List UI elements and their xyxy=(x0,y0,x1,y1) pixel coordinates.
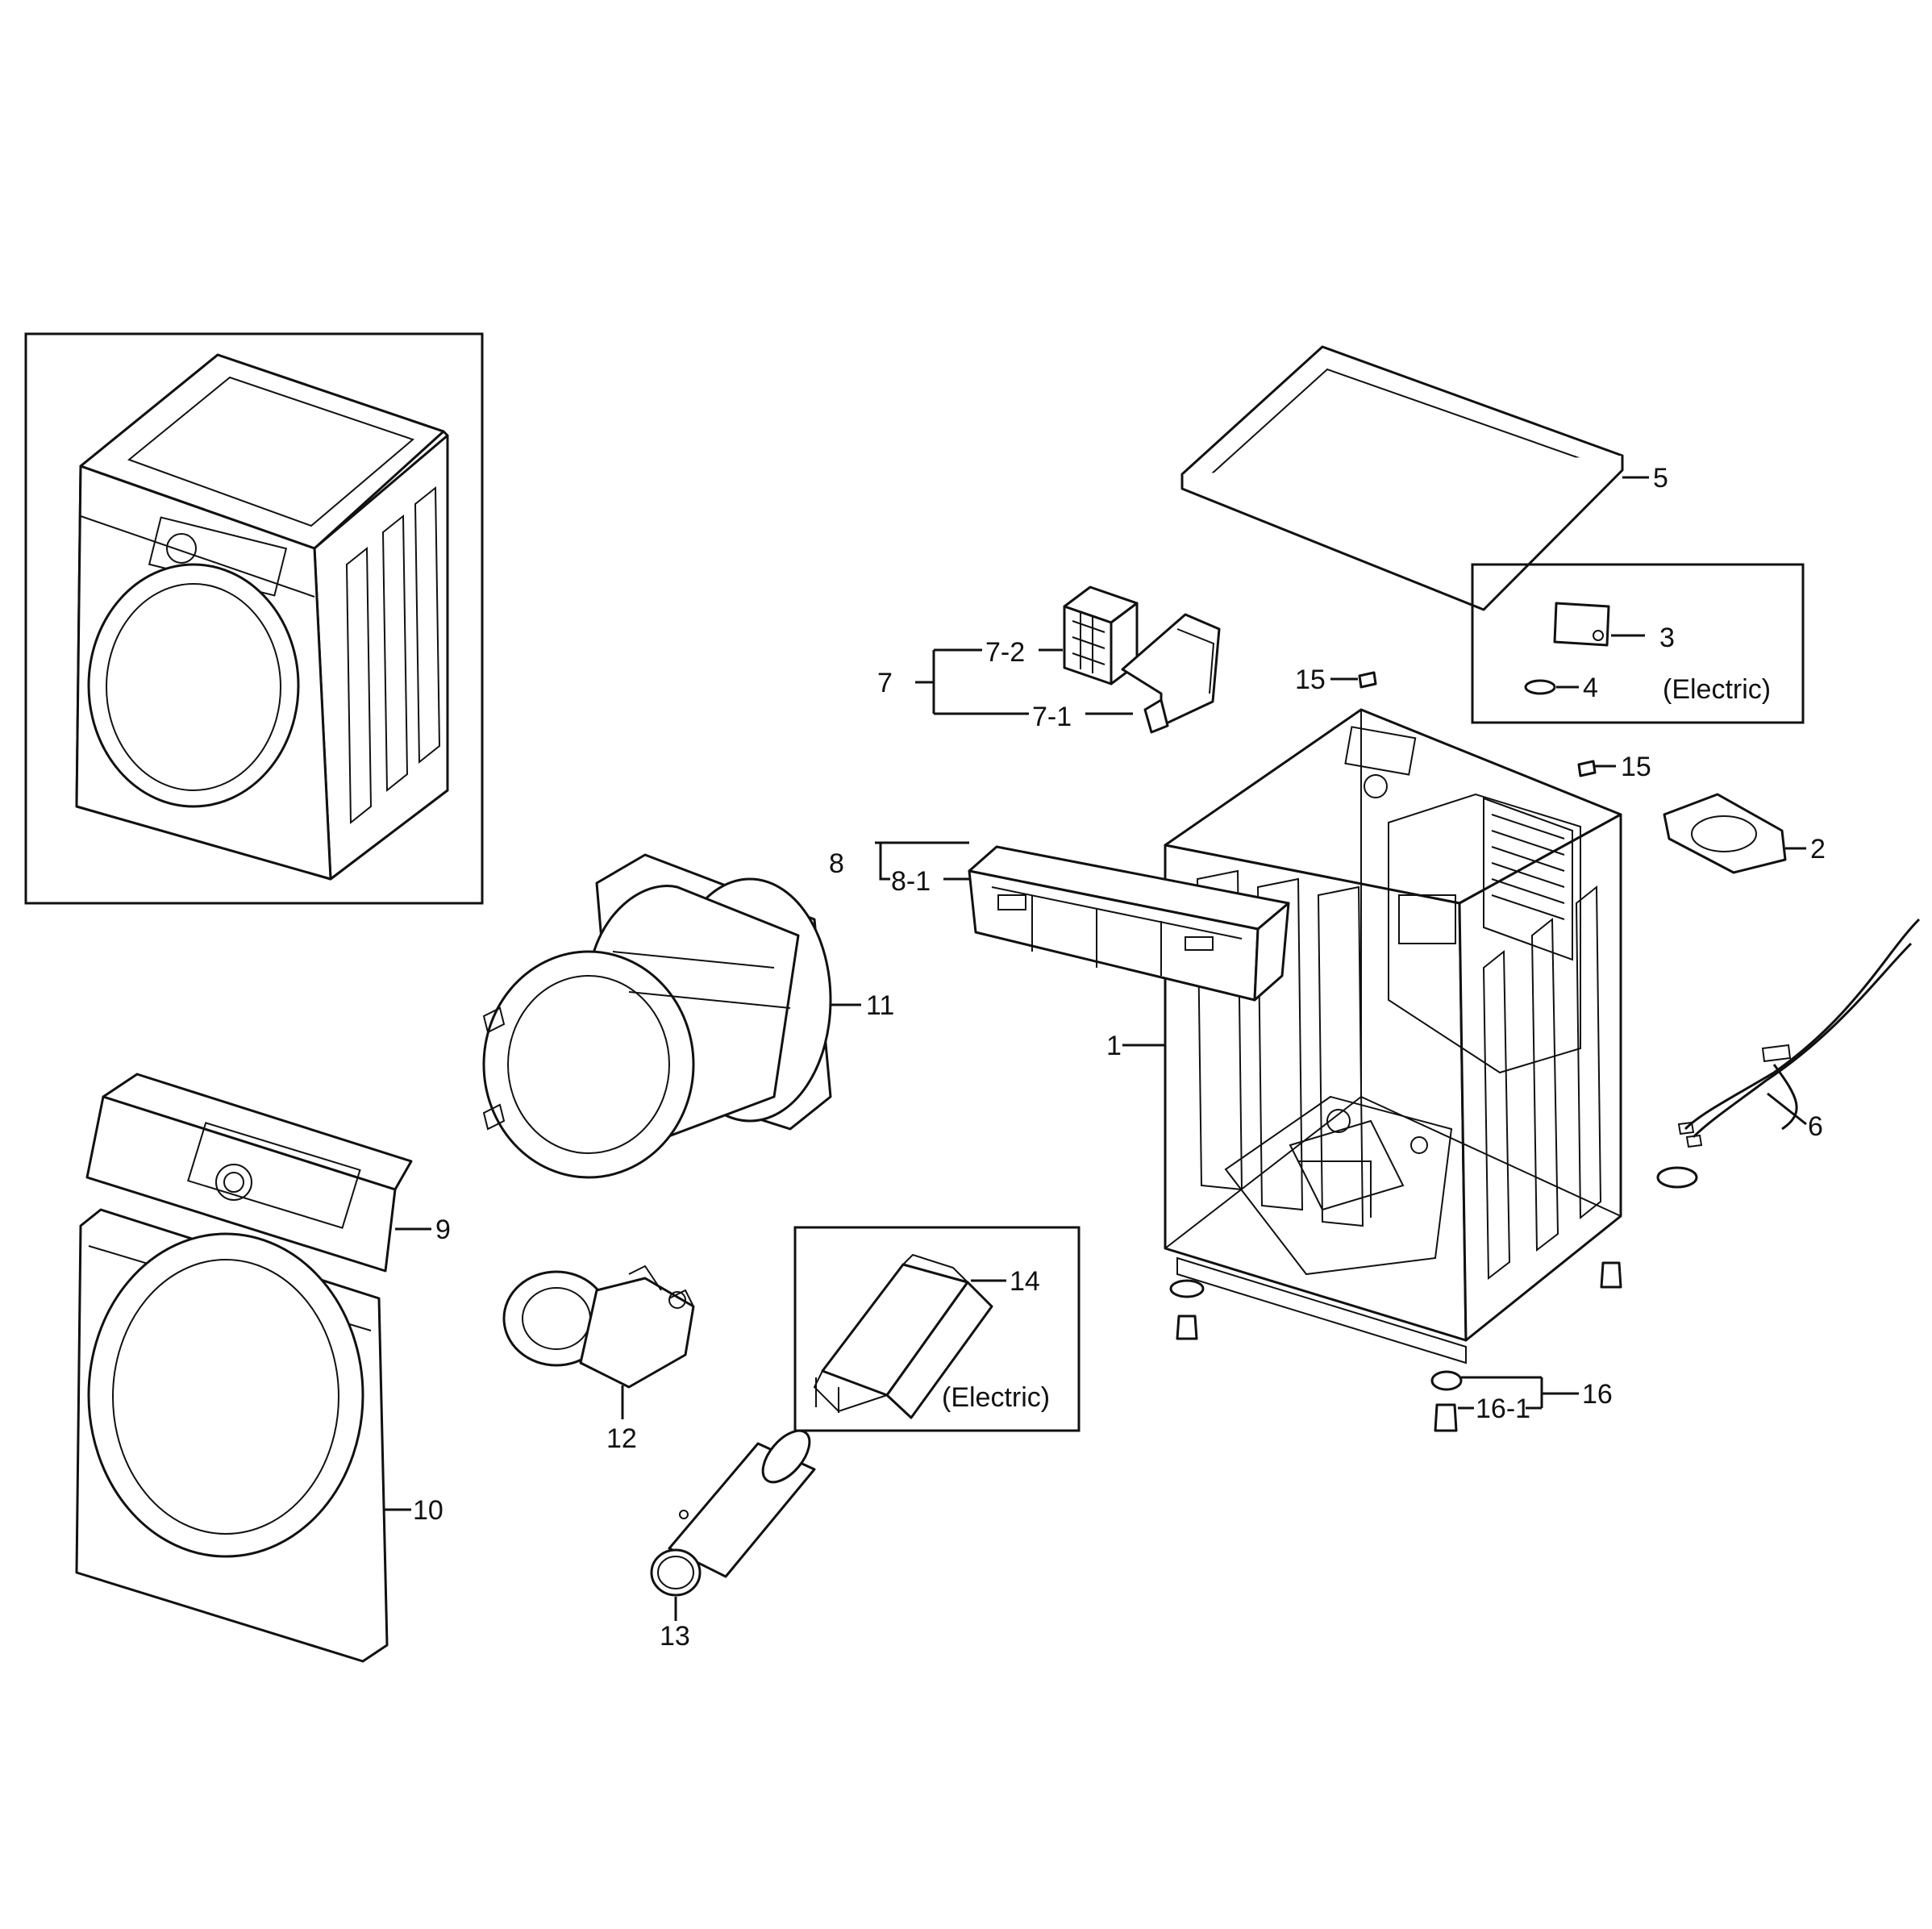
callout-2: 2 xyxy=(1810,834,1826,865)
electric-sensor-box xyxy=(1471,563,1805,724)
hinge-15b xyxy=(1577,760,1597,777)
callout-5: 5 xyxy=(1653,463,1668,494)
cabinet xyxy=(1164,708,1622,1364)
callout-10: 10 xyxy=(413,1495,443,1526)
electric-heater-box xyxy=(793,1226,1081,1432)
control-panel xyxy=(85,1073,413,1273)
callout-3: 3 xyxy=(1659,623,1675,653)
hinge-15a xyxy=(1358,671,1377,689)
callout-1: 1 xyxy=(1106,1031,1122,1061)
callout-7-2: 7-2 xyxy=(985,637,1025,668)
exhaust-duct xyxy=(650,1429,816,1597)
callout-8-1: 8-1 xyxy=(891,866,931,897)
sensor-part-4 xyxy=(1524,679,1556,695)
door-hinge-cover xyxy=(1663,793,1787,874)
callout-15b: 15 xyxy=(1621,752,1651,782)
assembled-dryer-inset xyxy=(24,332,484,905)
callout-7: 7 xyxy=(877,668,893,698)
leg-16 xyxy=(1430,1370,1463,1391)
leg-right-rear xyxy=(1600,1261,1622,1289)
callout-15a: 15 xyxy=(1295,665,1326,695)
leg-left xyxy=(1169,1279,1205,1340)
callout-7-1: 7-1 xyxy=(1032,702,1072,732)
callout-11: 11 xyxy=(866,990,894,1021)
electric-note-2: (Electric) xyxy=(942,1382,1050,1413)
front-panel xyxy=(75,1208,389,1663)
duct-bracket-8-1 xyxy=(968,845,1290,1002)
leg-16-1 xyxy=(1434,1403,1458,1432)
sensor-part-3 xyxy=(1553,602,1610,647)
heater-assembly xyxy=(813,1253,993,1419)
filter-7-2 xyxy=(1063,585,1139,685)
callout-13: 13 xyxy=(660,1621,690,1652)
blower-assembly xyxy=(502,1264,695,1389)
callout-16: 16 xyxy=(1582,1379,1613,1410)
callout-4: 4 xyxy=(1583,673,1598,703)
top-cover xyxy=(1180,345,1624,611)
wire-harness xyxy=(1656,918,1921,1189)
callout-14: 14 xyxy=(1010,1266,1040,1297)
callout-16-1: 16-1 xyxy=(1476,1394,1530,1424)
callout-6: 6 xyxy=(1808,1111,1823,1142)
electric-note-1: (Electric) xyxy=(1663,674,1771,705)
drum xyxy=(482,853,832,1179)
callout-9: 9 xyxy=(435,1214,451,1245)
callout-12: 12 xyxy=(606,1423,637,1454)
callout-8: 8 xyxy=(829,848,844,879)
duct-7-1 xyxy=(1121,613,1221,734)
